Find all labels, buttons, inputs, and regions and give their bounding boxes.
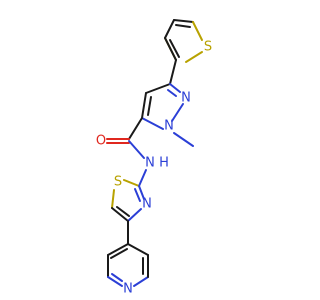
thiophene-ring: S <box>164 19 212 63</box>
atom-thiazole-s: S <box>114 175 122 190</box>
bond-thiazole-s-c5 <box>111 189 115 209</box>
molecule-structure: S N N O N H <box>96 19 212 297</box>
bond-pyridine-c2-n-double <box>111 273 123 282</box>
bond-thiophene-c-c2 <box>173 19 194 23</box>
bond-pyridine-n-c6 <box>133 276 149 287</box>
atom-amide-o: O <box>96 134 106 149</box>
bond-pyrazole-n2-c3 <box>169 83 181 93</box>
bond-thiazole-n-c2 <box>138 185 145 200</box>
atom-pyridine-n: N <box>123 282 133 297</box>
atom-amide-h: H <box>159 156 169 171</box>
bond-thiophene-c-c3 <box>164 37 177 61</box>
bond-thiazole-c5-c4 <box>111 207 129 222</box>
bond-thiophene-c-c2-double <box>175 24 191 28</box>
bond-pyridine-c5-c4 <box>127 243 149 256</box>
bond-thiophene-pyrazole <box>169 59 177 85</box>
bond-pyridine-c4-c3 <box>107 243 129 256</box>
bond-pyrazole-n2-c3-double <box>167 89 177 97</box>
pyrazole-ring: N N <box>141 83 191 134</box>
bond-thiazole-n-c2-double <box>134 188 141 202</box>
bond-thiazole-c4-n <box>127 208 142 222</box>
bond-pyrazole-c4-c5 <box>141 92 147 119</box>
thiazole-ring: S N <box>111 175 152 222</box>
bond-pyrazole-carbonyl <box>128 117 143 140</box>
atom-thiophene-s: S <box>204 40 212 55</box>
bond-thiazole-c5-c4-double <box>116 206 130 217</box>
atom-amide-n: N <box>145 156 155 171</box>
atom-thiazole-n: N <box>142 197 152 212</box>
pyridine-ring: N <box>107 243 149 297</box>
bond-pyridine-c2-n <box>107 276 123 287</box>
bond-thiophene-s-c2 <box>185 51 203 63</box>
bond-pyrazole-c5-n1 <box>141 117 164 130</box>
amide-group: O N H <box>96 117 169 171</box>
atom-pyrazole-n1: N <box>164 119 174 134</box>
bond-thiazole-c2-s <box>123 179 140 187</box>
atom-pyrazole-n2: N <box>181 91 191 106</box>
bond-amide-thiazole <box>138 169 147 187</box>
bond-thiophene-c-c1 <box>164 19 175 39</box>
molecule-diagram: S N N O N H <box>95 19 213 297</box>
bond-thiophene-c-c3-double <box>169 39 180 58</box>
bond-thiophene-c-s <box>192 21 203 41</box>
bond-pyrazole-n1-n2 <box>171 103 184 122</box>
bond-pyrazole-c3-c4 <box>145 83 171 94</box>
bond-carbonyl-n <box>128 140 145 159</box>
bond-pyrazole-c4-c5-double <box>147 96 152 116</box>
bond-n-methyl <box>173 132 194 147</box>
bond-pyridine-c4-c3-double <box>110 248 128 259</box>
